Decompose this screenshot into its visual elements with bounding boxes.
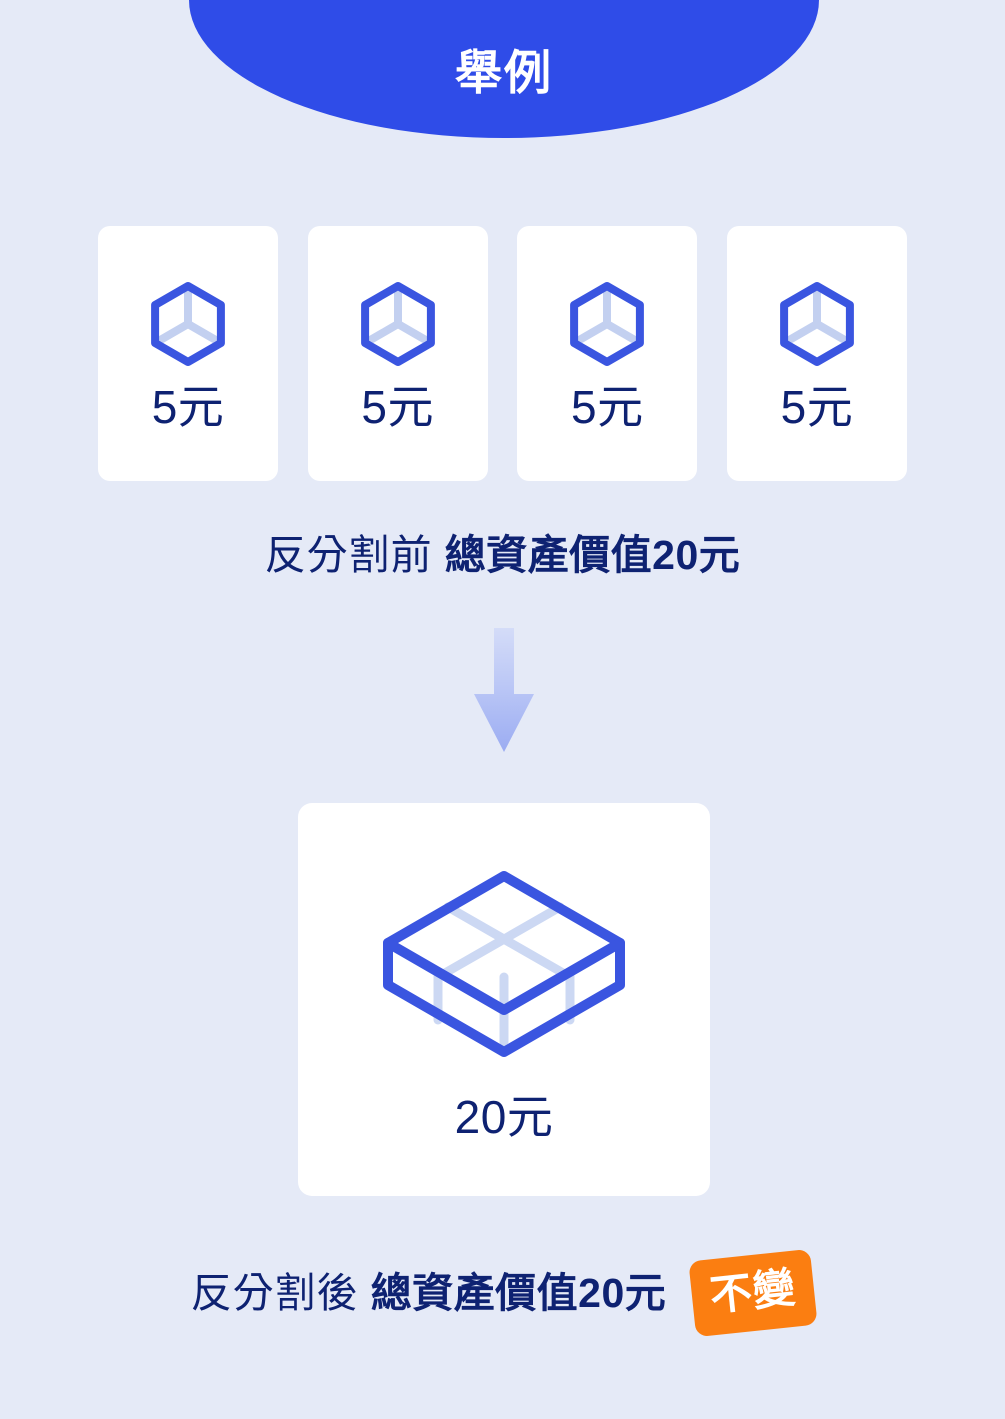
asset-card-value: 5元 (151, 380, 225, 433)
asset-card: 5元 (517, 226, 698, 481)
header-dome: 舉例 (189, 0, 819, 138)
page-title: 舉例 (455, 46, 553, 99)
asset-card: 5元 (726, 226, 907, 481)
arrow-down-icon (472, 628, 536, 756)
asset-card-value: 5元 (780, 380, 854, 433)
asset-card: 5元 (98, 226, 278, 481)
asset-cards-row: 5元 5元 5元 (98, 226, 907, 481)
cube-icon (561, 278, 653, 370)
caption-after: 反分割後總資產價值20元 不變 (0, 1248, 1005, 1338)
caption-after-strong: 總資產價值20元 (370, 1269, 667, 1316)
caption-before-strong: 總資產價值20元 (444, 532, 741, 578)
status-badge: 不變 (688, 1248, 818, 1338)
asset-card: 5元 (307, 226, 488, 481)
caption-before-light: 反分割前 (264, 532, 433, 578)
asset-card-value: 5元 (571, 380, 644, 433)
stacked-box-icon (370, 860, 638, 1060)
cube-icon (352, 278, 444, 370)
asset-card-value: 5元 (361, 380, 434, 433)
merged-asset-card: 20元 (298, 803, 710, 1196)
caption-after-light: 反分割後 (190, 1269, 359, 1316)
cube-icon (142, 278, 234, 370)
caption-before: 反分割前總資產價值20元 (0, 535, 1005, 576)
cube-icon (771, 278, 863, 370)
merged-card-value: 20元 (454, 1090, 554, 1143)
